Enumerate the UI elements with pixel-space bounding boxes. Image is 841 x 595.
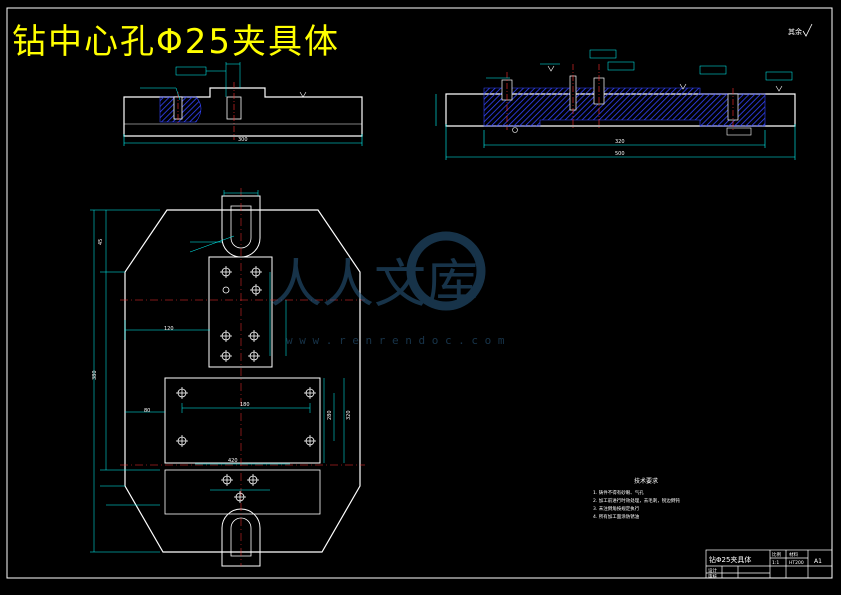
drill-plate: [208, 256, 273, 368]
watermark: 人人文库 w w w . r e n r e n d o c . c o m: [270, 231, 505, 347]
watermark-text: 人人文库: [270, 255, 478, 315]
locating-plate: [164, 377, 321, 464]
dim-top-left-width: 300: [238, 137, 248, 143]
technical-requirements: 技术要求 1. 铸件不得有砂眼、气孔 2. 加工前进行时效处理，去毛刺，锐边倒钝…: [593, 477, 680, 520]
dim-top-right-width: 500: [615, 151, 625, 157]
tech-req-heading: 技术要求: [634, 477, 658, 485]
plan-view: 380 45 120 80 180 420 280 320: [90, 188, 365, 567]
title-block-sheet-size: A1: [814, 558, 822, 565]
dim-plan-height: 380: [92, 370, 98, 380]
title-block-part-name: 钻Φ25夹具体: [709, 555, 751, 564]
sheet-frame: [6, 7, 833, 579]
watermark-url: w w w . r e n r e n d o c . c o m: [286, 334, 505, 347]
tech-req-item: 4. 所有加工面涂防锈油: [593, 513, 640, 520]
dim-280: 280: [327, 410, 333, 420]
title-block-material-label: 材料: [789, 551, 798, 558]
title-block-design-label: 设计: [708, 567, 717, 574]
u-slot-bottom: [221, 508, 261, 567]
dim-180: 180: [240, 402, 250, 408]
tech-req-item: 3. 未注倒角按规定执行: [593, 505, 640, 512]
hatched-section: [483, 87, 766, 127]
tech-req-item: 1. 铸件不得有砂眼、气孔: [593, 489, 644, 496]
dim-plan-width: 420: [228, 458, 238, 464]
plan-outline: [124, 209, 361, 553]
front-section-view-right: 500 320: [435, 49, 796, 160]
roughness-note: 其余: [788, 27, 802, 36]
front-section-view-left: 300: [123, 62, 363, 146]
dim-top-right-inner: 320: [615, 139, 625, 145]
hole-pattern-lower: [176, 387, 316, 503]
drawing-title: 钻中心孔Φ25夹具体: [12, 22, 341, 62]
title-block-material-value: HT200: [789, 560, 804, 566]
tech-req-item: 2. 加工前进行时效处理，去毛刺，锐边倒钝: [593, 497, 680, 504]
dim-120: 120: [164, 326, 174, 332]
title-block: [705, 549, 833, 579]
dim-45: 45: [98, 239, 104, 245]
dim-80: 80: [144, 408, 150, 414]
title-block-scale-value: 1:1: [772, 560, 779, 566]
title-block-scale-label: 比例: [772, 551, 781, 558]
hole-pattern-upper: [220, 266, 262, 362]
title-block-check-label: 审核: [708, 573, 717, 580]
roughness-symbol-icon: [802, 23, 813, 37]
dim-320: 320: [346, 410, 352, 420]
